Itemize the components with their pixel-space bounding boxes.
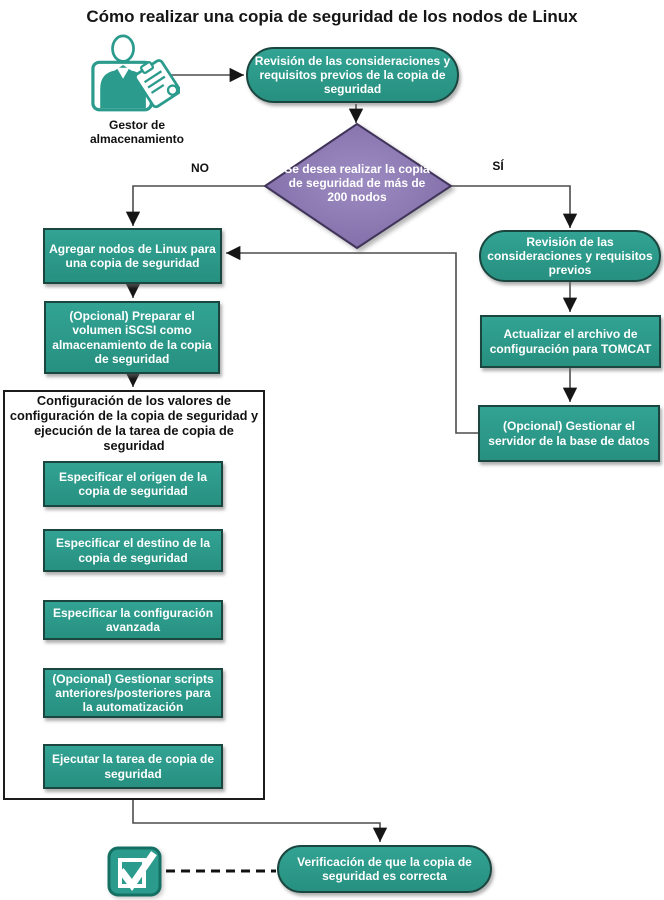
node-backup-source[interactable]: Especificar el origen de la copia de seg… (43, 461, 223, 507)
node-verify-backup[interactable]: Verificación de que la copia de segurida… (277, 845, 492, 893)
branch-label-no: NO (191, 161, 209, 175)
node-prepare-iscsi[interactable]: (Opcional) Preparar el volumen iSCSI com… (44, 301, 220, 374)
node-advanced-settings[interactable]: Especificar la configuración avanzada (43, 600, 223, 640)
node-add-linux-nodes[interactable]: Agregar nodos de Linux para una copia de… (43, 228, 222, 284)
decision-diamond (262, 121, 454, 251)
node-review-considerations-short[interactable]: Revisión de las consideraciones y requis… (479, 230, 661, 282)
decision-label: Se desea realizar la copia de seguridad … (284, 162, 430, 205)
page-title: Cómo realizar una copia de seguridad de … (86, 7, 578, 26)
branch-label-yes: SÍ (492, 159, 504, 173)
node-backup-destination[interactable]: Especificar el destino de la copia de se… (43, 529, 223, 572)
node-update-tomcat[interactable]: Actualizar el archivo de configuración p… (480, 315, 661, 368)
actor-label: Gestor de almacenamiento (89, 118, 185, 146)
storage-manager-icon (91, 34, 180, 112)
node-pre-post-scripts[interactable]: (Opcional) Gestionar scripts anteriores/… (43, 668, 223, 718)
backup-settings-group-header: Configuración de los valores de configur… (9, 393, 259, 453)
node-manage-db-server[interactable]: (Opcional) Gestionar el servidor de la b… (478, 405, 660, 462)
node-review-considerations-full[interactable]: Revisión de las consideraciones y requis… (246, 47, 459, 103)
backup-settings-group (3, 390, 265, 800)
node-run-backup[interactable]: Ejecutar la tarea de copia de seguridad (43, 744, 223, 789)
verified-checkbox-icon (107, 846, 162, 897)
